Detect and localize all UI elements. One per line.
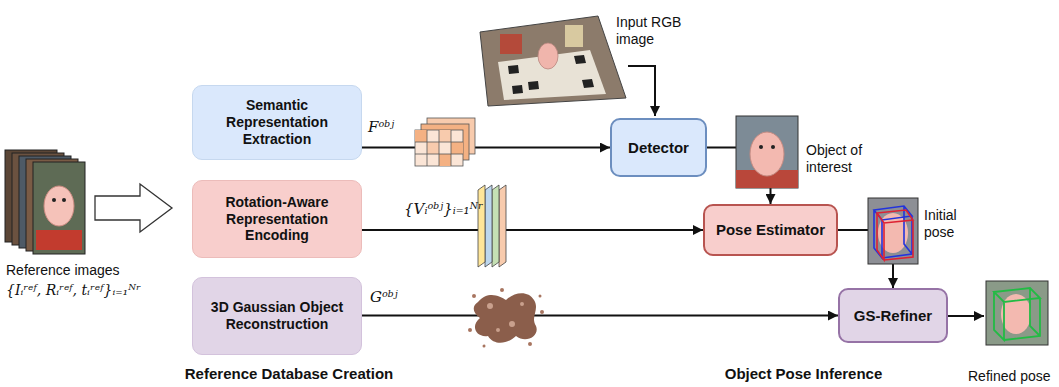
pose-box-wireframe xyxy=(877,210,913,260)
process-box: Detector xyxy=(610,118,707,177)
feature-cell xyxy=(451,142,463,154)
object-blob xyxy=(44,186,74,226)
object-blob xyxy=(750,132,784,176)
output-arrow xyxy=(948,315,984,317)
feature-grid-lines xyxy=(415,130,463,166)
gaussian-point-cloud xyxy=(468,288,544,348)
vector-slab xyxy=(478,185,485,267)
input-arrow xyxy=(628,66,655,116)
image-detail xyxy=(36,230,82,250)
hollow-arrow xyxy=(95,184,172,232)
vector-slab xyxy=(485,185,492,267)
image-frame xyxy=(736,116,798,188)
process-box: 3D Gaussian Object Reconstruction xyxy=(192,277,362,355)
box-label: Semantic Representation Extraction xyxy=(201,97,353,147)
vector-slab xyxy=(492,185,499,267)
reference-image-stack xyxy=(5,150,85,254)
object-blob xyxy=(32,185,58,219)
process-box: GS-Refiner xyxy=(838,288,948,343)
object-blob xyxy=(18,179,44,213)
reference-image xyxy=(5,150,57,242)
marker-board xyxy=(498,50,606,100)
box-label: GS-Refiner xyxy=(854,307,932,325)
caption-label: Initial pose xyxy=(924,207,982,241)
panel-heading: Reference Database Creation xyxy=(185,365,393,383)
pose-box-wireframe xyxy=(874,206,912,258)
connector-arrow xyxy=(362,315,838,317)
marker-square xyxy=(508,65,519,74)
caption-label: Object of interest xyxy=(806,142,886,176)
object-blob xyxy=(1001,294,1031,334)
point-cloud-highlights xyxy=(487,302,524,332)
reference-image xyxy=(19,156,71,248)
reference-image xyxy=(26,159,78,251)
point-cloud-dots xyxy=(468,288,544,348)
refined-pose-image xyxy=(986,281,1048,345)
connector-arrow xyxy=(362,229,703,231)
caption-label: Reference images xyxy=(6,262,120,279)
marker-square xyxy=(528,81,539,90)
object-crop-image xyxy=(736,116,798,188)
feature-cell xyxy=(415,130,427,142)
image-detail xyxy=(500,34,522,54)
object-eye xyxy=(62,198,66,202)
marker-square xyxy=(574,55,586,64)
image-frame xyxy=(986,281,1048,345)
image-frame xyxy=(868,198,918,264)
group-panel: Reference Database CreationSemantic Repr… xyxy=(178,75,400,361)
image-frame xyxy=(480,16,626,106)
pose-box-wireframe xyxy=(994,288,1040,340)
image-detail xyxy=(565,25,583,47)
rotation-vector-icon xyxy=(478,185,506,267)
caption-label: Input RGB image xyxy=(616,14,694,48)
connector-arrow xyxy=(362,147,610,149)
connector-arrow xyxy=(707,148,771,205)
object-eye xyxy=(52,198,56,202)
feature-grid-icon xyxy=(415,118,475,166)
marker-square xyxy=(512,85,523,94)
edge-label: {Vᵢᵒᵇʲ}ᵢ₌₁ᴺʳ xyxy=(404,200,483,218)
feature-cell xyxy=(439,130,451,142)
process-box: Pose Estimator xyxy=(703,204,838,256)
object-eye xyxy=(759,145,763,149)
panel-heading: Object Pose Inference xyxy=(725,365,883,383)
process-box: Semantic Representation Extraction xyxy=(192,85,362,160)
feature-cell xyxy=(439,154,451,166)
point-cloud-body xyxy=(474,293,537,343)
feature-cell xyxy=(427,142,439,154)
reference-image xyxy=(12,153,64,245)
box-label: 3D Gaussian Object Reconstruction xyxy=(201,299,353,333)
feature-layer xyxy=(427,118,475,154)
object-blob xyxy=(538,43,558,69)
image-detail xyxy=(736,170,798,188)
caption-label: Refined pose xyxy=(968,368,1051,385)
box-label: Detector xyxy=(628,139,689,157)
formula-label: {Iᵢʳᵉᶠ, Rᵢʳᵉᶠ, tᵢʳᵉᶠ}ᵢ₌₁ᴺʳ xyxy=(6,282,141,299)
box-label: Pose Estimator xyxy=(716,221,825,239)
feature-layer xyxy=(415,130,463,166)
object-eye xyxy=(771,145,775,149)
marker-square xyxy=(582,79,594,88)
process-box: Rotation-Aware Representation Encoding xyxy=(192,180,362,258)
connector-arrow xyxy=(838,230,893,288)
object-blob xyxy=(25,182,51,216)
feature-layer xyxy=(421,124,469,160)
initial-pose-image xyxy=(868,198,918,264)
object-blob xyxy=(878,213,908,253)
reference-image xyxy=(33,162,85,254)
object-blob xyxy=(39,188,65,222)
vector-slab xyxy=(499,185,506,267)
box-label: Rotation-Aware Representation Encoding xyxy=(201,194,353,244)
edge-label: Gᵒᵇʲ xyxy=(370,288,398,306)
edge-label: Fᵒᵇʲ xyxy=(368,118,394,136)
